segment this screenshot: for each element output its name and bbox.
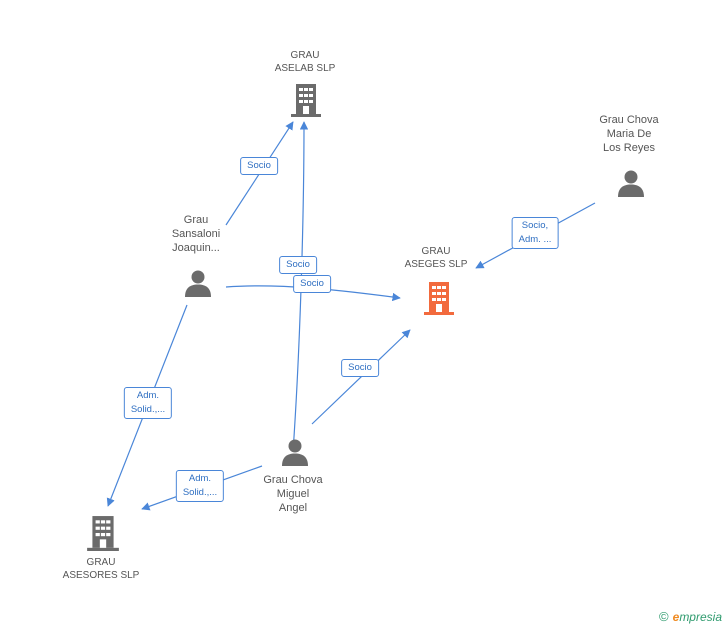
edge-miguel-aseges bbox=[311, 329, 411, 425]
brand-footer[interactable]: ©empresia bbox=[659, 609, 722, 624]
building-icon[interactable] bbox=[423, 281, 455, 320]
brand-logo-text: mpresia bbox=[679, 610, 722, 624]
person-label-grau-chova-maria[interactable]: Grau Chova Maria De Los Reyes bbox=[599, 114, 659, 154]
person-icon[interactable] bbox=[184, 269, 212, 302]
company-label-grau-aselab[interactable]: GRAU ASELAB SLP bbox=[274, 50, 336, 74]
building-icon[interactable] bbox=[87, 515, 119, 556]
edge-label-miguel-aseges[interactable]: Socio bbox=[341, 359, 379, 377]
person-label-grau-chova-miguel[interactable]: Grau Chova Miguel Angel bbox=[263, 474, 323, 514]
person-label-grau-sansaloni[interactable]: Grau Sansaloni Joaquin... bbox=[171, 214, 221, 254]
edge-label-miguel-asesores[interactable]: Adm. Solid.,... bbox=[175, 470, 225, 502]
edge-label-sansaloni-aseges[interactable]: Socio bbox=[293, 275, 331, 293]
edge-label-maria-aseges[interactable]: Socio, Adm. ... bbox=[511, 217, 559, 249]
person-icon[interactable] bbox=[281, 438, 309, 471]
edge-label-sansaloni-asesores[interactable]: Adm. Solid.,... bbox=[123, 387, 173, 419]
company-label-grau-aseges[interactable]: GRAU ASEGES SLP bbox=[404, 246, 468, 270]
brand-logo-e: e bbox=[672, 610, 680, 624]
company-label-grau-asesores[interactable]: GRAU ASESORES SLP bbox=[62, 557, 140, 581]
edge-label-sansaloni-aselab[interactable]: Socio bbox=[240, 157, 278, 175]
person-icon[interactable] bbox=[617, 169, 645, 202]
building-icon[interactable] bbox=[291, 83, 321, 122]
copyright-icon: © bbox=[659, 609, 669, 624]
edge-label-miguel-aselab[interactable]: Socio bbox=[279, 256, 317, 274]
